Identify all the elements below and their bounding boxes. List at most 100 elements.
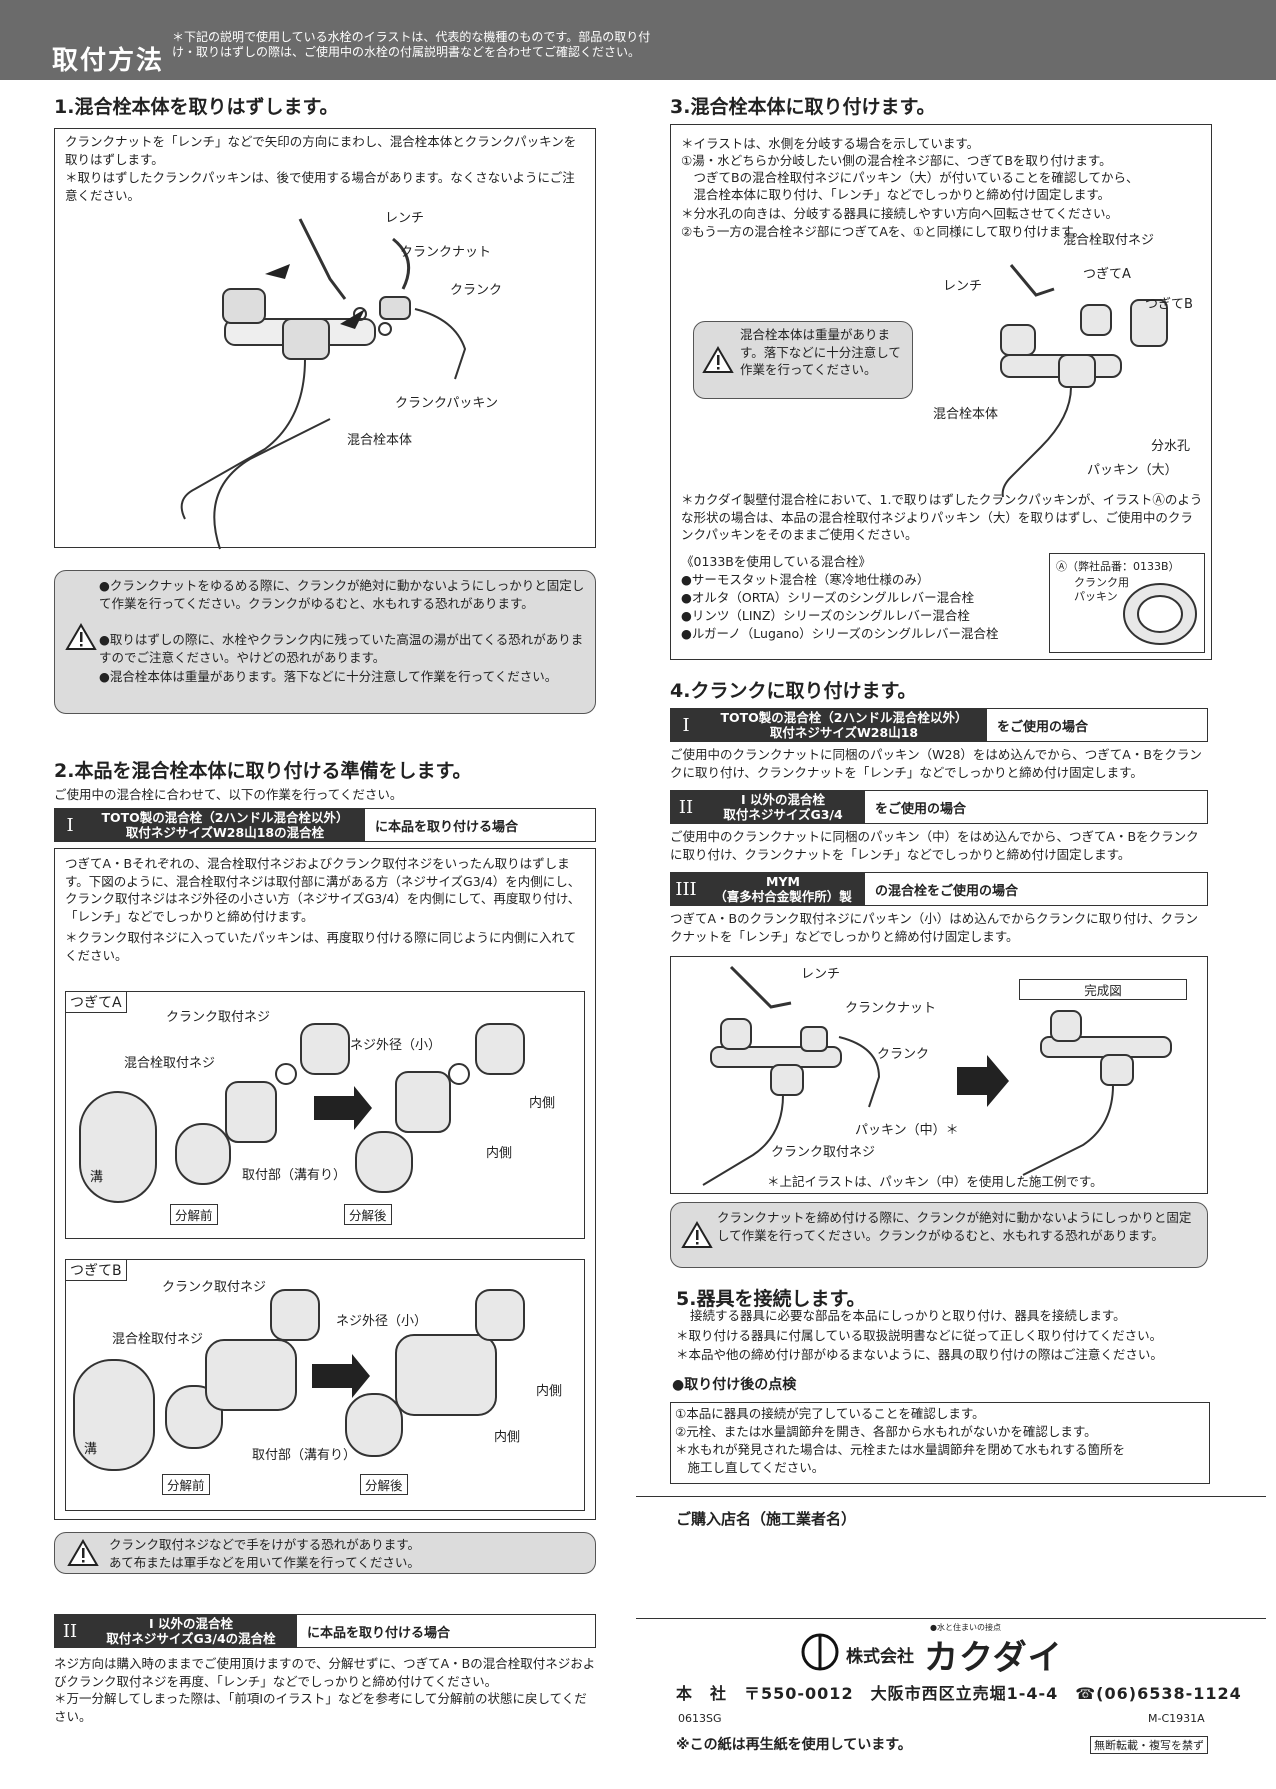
bar-number: III xyxy=(671,873,701,905)
bar-number: I xyxy=(671,709,701,741)
brand-name: カクダイ xyxy=(924,1638,1063,1678)
joint-a-arrow xyxy=(314,1086,372,1130)
section2-II-note: ＊万一分解してしまった際は、「前項Iのイラスト」などを参考にして分解前の状態に戻… xyxy=(54,1691,587,1724)
bar-label: MYM（喜多村合金製作所）製 xyxy=(701,873,865,905)
label-faucet-body: 混合栓本体 xyxy=(347,433,413,448)
s5-check-2: ②元栓、または水量調節弁を開き、各部から水もれがないかを確認します。 xyxy=(675,1424,1097,1439)
section2-text: つぎてA・Bそれぞれの、混合栓取付ネジおよびクランク取付ネジをいったん取りはずし… xyxy=(65,856,581,924)
joint-b-label-mount: 取付部（溝有り） xyxy=(252,1448,357,1463)
bar-label: I 以外の混合栓取付ネジサイズG3/4 xyxy=(701,791,865,823)
label-crank-nut: クランクナット xyxy=(400,245,492,260)
header-note: ＊下記の説明で使用している水栓のイラストは、代表的な機種のものです。部品の取り付… xyxy=(172,30,651,59)
s3-list-item-4: ●ルガーノ（Lugano）シリーズのシングルレバー混合栓 xyxy=(681,626,999,641)
kakudai-logo-icon xyxy=(801,1633,839,1671)
section3-heading: 3.混合栓本体に取り付けます。 xyxy=(670,96,936,118)
section4-heading: 4.クランクに取り付けます。 xyxy=(670,680,917,702)
s3-label-joint-b: つぎてB xyxy=(1145,297,1193,312)
bar-label: I 以外の混合栓取付ネジサイズG3/4の混合栓 xyxy=(85,1615,297,1647)
divider xyxy=(636,1618,1266,1619)
section2-II-text: ネジ方向は購入時のままでご使用頂けますので、分解せずに、つぎてA・Bの混合栓取付… xyxy=(54,1656,596,1689)
section2-bar-II: II I 以外の混合栓取付ネジサイズG3/4の混合栓 に本品を取り付ける場合 xyxy=(54,1614,596,1648)
s3-note: ＊カクダイ製壁付混合栓において、1.で取りはずしたクランクパッキンが、イラストⒶ… xyxy=(681,492,1203,542)
header-bar: 取付方法 ＊下記の説明で使用している水栓のイラストは、代表的な機種のものです。部… xyxy=(0,0,1276,80)
joint-b-label-crank-screw: クランク取付ネジ xyxy=(162,1280,267,1295)
joint-b-arrow xyxy=(312,1354,370,1398)
packing-ring-illustration xyxy=(1123,583,1197,645)
document-code: M-C1931A xyxy=(1148,1712,1205,1725)
s3-line-5: ＊分水孔の向きは、分岐する器具に接続しやすい方向へ回転させてください。 xyxy=(681,206,1119,221)
section2-heading: 2.本品を混合栓本体に取り付ける準備をします。 xyxy=(54,760,472,782)
shop-name-label: ご購入店名（施工業者名） xyxy=(676,1510,857,1528)
joint-b-label-inner-1: 内側 xyxy=(536,1384,563,1399)
s3-label-joint-a: つぎてA xyxy=(1083,267,1131,282)
copyright-badge: 無断転載・複写を禁ず xyxy=(1090,1736,1208,1754)
s3-label-body: 混合栓本体 xyxy=(933,407,999,422)
warning-icon xyxy=(67,1539,99,1566)
s3-inset-line-2: パッキン xyxy=(1074,590,1118,603)
brand-tagline: ●水と住まいの接点 xyxy=(930,1623,1001,1632)
bar-desc: をご使用の場合 xyxy=(875,801,967,817)
section4-bar-III: III MYM（喜多村合金製作所）製 の混合栓をご使用の場合 xyxy=(670,872,1208,906)
joint-a-illustration xyxy=(79,1023,525,1203)
section1-box: クランクナットを「レンチ」などで矢印の方向にまわし、混合栓本体とクランクパッキン… xyxy=(54,128,596,550)
s3-label-mix-screw: 混合栓取付ネジ xyxy=(1063,233,1155,248)
joint-a-label-mix-screw: 混合栓取付ネジ xyxy=(124,1056,216,1071)
s4-label-nut: クランクナット xyxy=(845,1001,937,1016)
section2-note: ＊クランク取付ネジに入っていたパッキンは、再度取り付ける際に同じように内側に入れ… xyxy=(65,930,577,963)
s3-line-1: ＊イラストは、水側を分岐する場合を示しています。 xyxy=(681,136,980,151)
s3-line-4: 混合栓本体に取り付け、「レンチ」などでしっかりと締め付け固定します。 xyxy=(681,187,1111,202)
s3-list-title: 《0133Bを使用している混合栓》 xyxy=(681,554,872,569)
s4-label-wrench: レンチ xyxy=(801,967,841,982)
joint-b-label-groove: 溝 xyxy=(84,1442,98,1457)
bar-label: TOTO製の混合栓（2ハンドル混合栓以外）取付ネジサイズW28山18の混合栓 xyxy=(85,809,365,841)
s5-check-box: ①本品に器具の接続が完了していることを確認します。 ②元栓、または水量調節弁を開… xyxy=(670,1402,1210,1484)
s4-complete-tag: 完成図 xyxy=(1019,979,1187,1000)
s4-label-packing: パッキン（中）＊ xyxy=(855,1123,959,1138)
s3-list-item-2: ●オルタ（ORTA）シリーズのシングルレバー混合栓 xyxy=(681,590,975,605)
bar-desc: の混合栓をご使用の場合 xyxy=(875,883,1019,899)
s5-line-3: ＊本品や他の締め付け部がゆるまないように、器具の取り付けの際はご注意ください。 xyxy=(676,1347,1163,1362)
section2-warning-text: クランク取付ネジなどで手をけがする恐れがあります。あて布または軍手などを用いて作… xyxy=(109,1537,421,1570)
section3-box: ＊イラストは、水側を分岐する場合を示しています。 ①湯・水どちらか分岐したい側の… xyxy=(670,124,1212,660)
joint-b-frame: つぎてB クランク取付ネジ 混合栓取付ネジ ネジ外径（小） 内側 内側 溝 取付… xyxy=(65,1259,585,1511)
joint-b-illustration xyxy=(73,1289,525,1471)
s3-caution: 混合栓本体は重量があります。落下などに十分注意して作業を行ってください。 xyxy=(693,321,913,399)
warning-line-2: ●取りはずしの際に、水栓やクランク内に残っていた高温の湯が出てくる恐れがあります… xyxy=(99,632,584,665)
s3-label-packing: パッキン（大） xyxy=(1087,463,1178,478)
s3-list-item-1: ●サーモスタット混合栓（寒冷地仕様のみ） xyxy=(681,572,930,587)
s5-check-heading: ●取り付け後の点検 xyxy=(672,1377,797,1393)
section2-bar-I: I TOTO製の混合栓（2ハンドル混合栓以外）取付ネジサイズW28山18の混合栓… xyxy=(54,808,596,842)
divider xyxy=(636,1496,1266,1497)
joint-a-label-inner-2: 内側 xyxy=(486,1146,513,1161)
bar-number: II xyxy=(55,1615,85,1647)
section4-bar-I: I TOTO製の混合栓（2ハンドル混合栓以外）取付ネジサイズW28山18 をご使… xyxy=(670,708,1208,742)
s5-check-3: ＊水もれが発見された場合は、元栓または水量調節弁を閉めて水もれする箇所を xyxy=(675,1442,1126,1457)
print-code: 0613SG xyxy=(678,1712,722,1725)
joint-b-label-small-dia: ネジ外径（小） xyxy=(336,1314,428,1329)
warning-line-3: ●混合栓本体は重量があります。落下などに十分注意して作業を行ってください。 xyxy=(99,669,558,684)
faucet-removal-illustration xyxy=(180,218,467,550)
section4-warning: クランクナットを締め付ける際に、クランクが絶対に動かないようにしっかりと固定して… xyxy=(670,1202,1208,1268)
joint-a-before-tag: 分解前 xyxy=(170,1204,218,1225)
warning-icon xyxy=(702,346,734,373)
section1-heading: 1.混合栓本体を取りはずします。 xyxy=(54,96,339,118)
s5-line-2: ＊取り付ける器具に付属している取扱説明書などに従って正しく取り付けてください。 xyxy=(676,1328,1163,1343)
bar-number: II xyxy=(671,791,701,823)
page-title: 取付方法 xyxy=(52,46,165,76)
section2-intro: ご使用中の混合栓に合わせて、以下の作業を行ってください。 xyxy=(54,787,403,802)
joint-b-after-tag: 分解後 xyxy=(360,1474,408,1495)
bar-desc: をご使用の場合 xyxy=(997,719,1089,735)
s3-line-6: ②もう一方の混合栓ネジ部につぎてAを、①と同様にして取り付けます。 xyxy=(681,224,1085,239)
company-address: 本 社 〒550-0012 大阪市西区立売堀1-4-4 ☎(06)6538-11… xyxy=(676,1684,1242,1703)
bar-desc: に本品を取り付ける場合 xyxy=(375,819,519,835)
s5-check-4: 施工し直してください。 xyxy=(675,1460,825,1475)
s3-line-2: ①湯・水どちらか分岐したい側の混合栓ネジ部に、つぎてBを取り付けます。 xyxy=(681,153,1112,168)
joint-b-title: つぎてB xyxy=(65,1259,127,1281)
warning-icon xyxy=(65,623,97,650)
bar-number: I xyxy=(55,809,85,841)
section1-warning: ●クランクナットをゆるめる際に、クランクが絶対に動かないようにしっかりと固定して… xyxy=(54,570,596,714)
joint-a-frame: つぎてA クランク取付ネジ 混合栓取付ネジ ネジ外径（小） 内側 内側 溝 取付… xyxy=(65,991,585,1239)
joint-a-label-small-dia: ネジ外径（小） xyxy=(350,1038,442,1053)
section1-text: クランクナットを「レンチ」などで矢印の方向にまわし、混合栓本体とクランクパッキン… xyxy=(65,134,577,167)
section4-bar-II: II I 以外の混合栓取付ネジサイズG3/4 をご使用の場合 xyxy=(670,790,1208,824)
